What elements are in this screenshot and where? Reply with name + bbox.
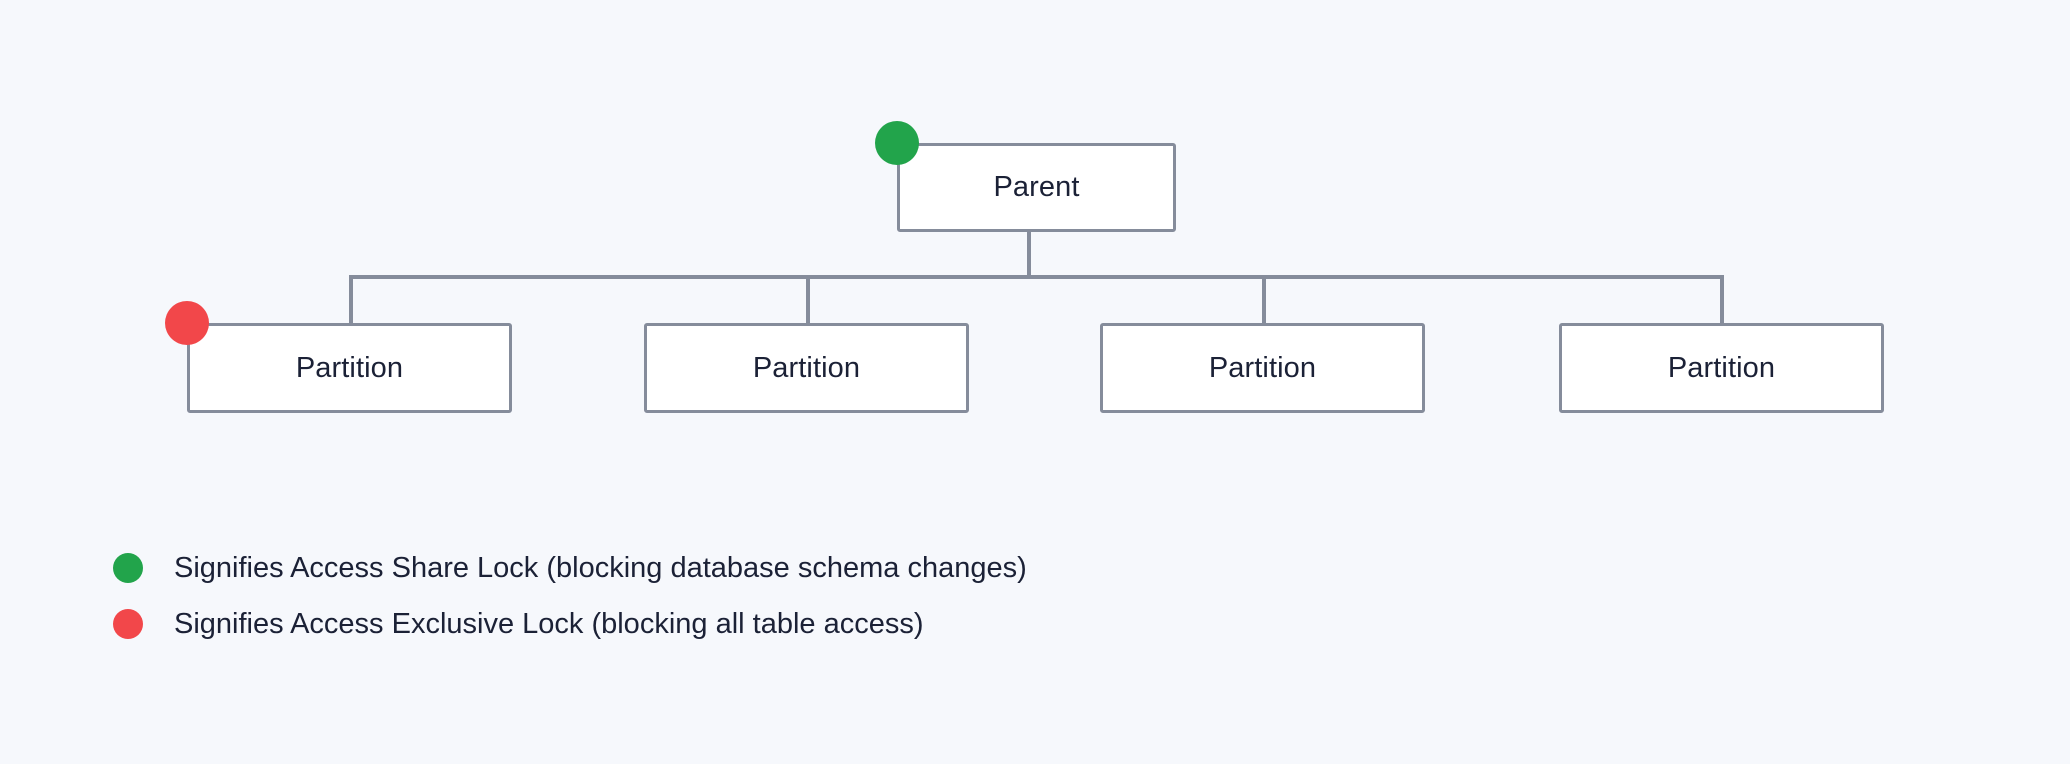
legend-item-access-exclusive-lock: Signifies Access Exclusive Lock (blockin… [113, 596, 1027, 652]
node-parent[interactable]: Parent [897, 143, 1176, 232]
node-parent-label: Parent [993, 171, 1080, 203]
node-partition-4[interactable]: Partition [1559, 323, 1884, 413]
node-partition-3[interactable]: Partition [1100, 323, 1425, 413]
legend-item-access-share-lock-label: Signifies Access Share Lock (blocking da… [174, 551, 1027, 584]
legend-red-circle-icon [113, 609, 143, 639]
legend-item-access-share-lock: Signifies Access Share Lock (blocking da… [113, 540, 1027, 596]
connector-bus [349, 275, 1724, 279]
connector-drop-2 [806, 275, 810, 325]
node-partition-1[interactable]: Partition [187, 323, 512, 413]
node-partition-4-label: Partition [1667, 351, 1776, 384]
connector-parent-drop [1027, 230, 1031, 279]
legend-item-access-exclusive-lock-label: Signifies Access Exclusive Lock (blockin… [174, 607, 924, 640]
connector-drop-4 [1720, 275, 1724, 325]
legend-green-circle-icon [113, 553, 143, 583]
node-partition-2[interactable]: Partition [644, 323, 969, 413]
legend: Signifies Access Share Lock (blocking da… [113, 540, 1027, 652]
node-partition-1-label: Partition [295, 351, 404, 384]
node-partition-2-label: Partition [752, 351, 861, 384]
node-partition-3-label: Partition [1208, 351, 1317, 384]
access-exclusive-lock-badge-icon [165, 301, 209, 345]
connector-drop-3 [1262, 275, 1266, 325]
connector-drop-1 [349, 275, 353, 325]
access-share-lock-badge-icon [875, 121, 919, 165]
